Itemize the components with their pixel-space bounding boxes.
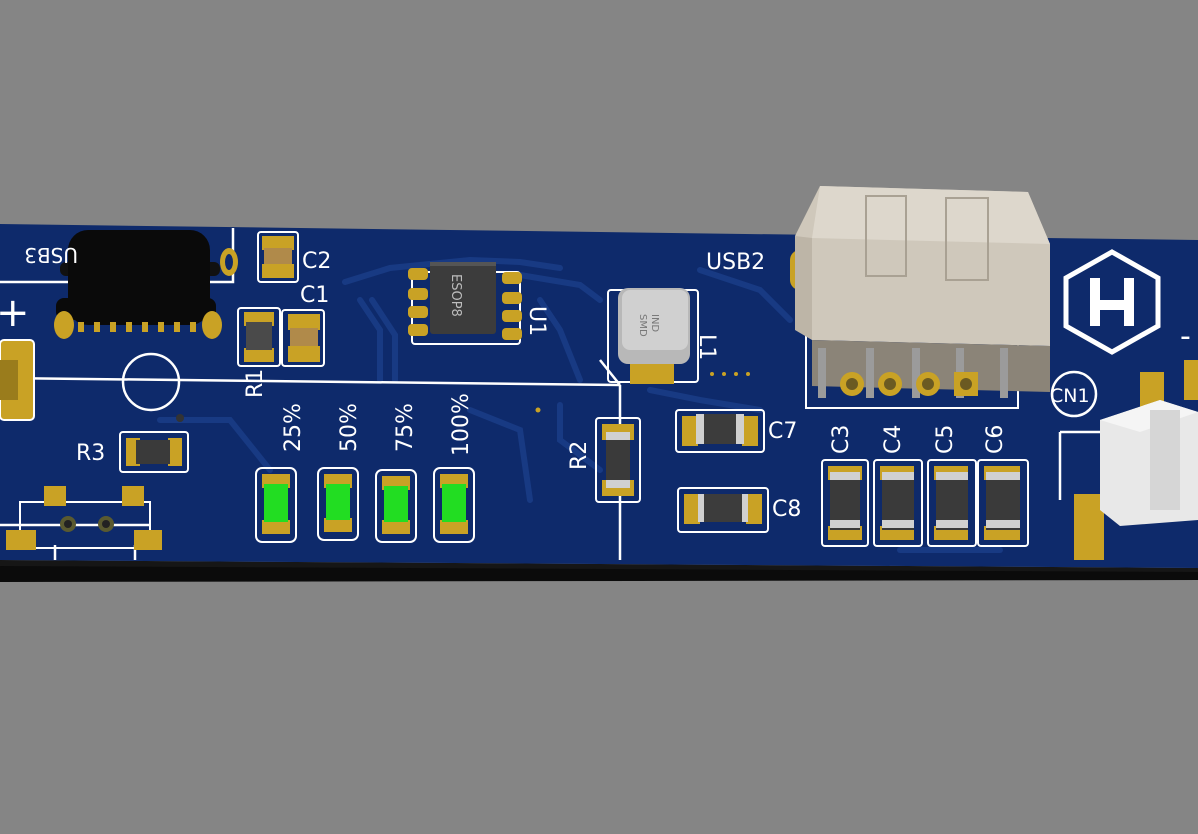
- inductor-marking-1: SMD: [637, 314, 648, 337]
- c6-capacitor: [977, 459, 1029, 547]
- led-50-label: 50%: [337, 403, 362, 452]
- c2-capacitor: [257, 231, 299, 283]
- c7-label: C7: [768, 419, 797, 444]
- led-25-label: 25%: [281, 403, 306, 452]
- switch-footprint: [6, 486, 162, 550]
- via-dots: [535, 372, 750, 413]
- cn1-connector: [1074, 360, 1198, 560]
- c1-capacitor: [281, 309, 325, 367]
- copper-traces: [157, 256, 1003, 553]
- u1-label: U1: [524, 306, 549, 336]
- led-50: [317, 467, 359, 541]
- plus-marking: +: [0, 290, 30, 336]
- c8-label: C8: [772, 497, 801, 522]
- cn1-label: CN1: [1050, 385, 1090, 407]
- r2-resistor: [595, 417, 641, 503]
- usb3-label: USB3: [24, 243, 78, 267]
- r2-label: R2: [567, 441, 592, 470]
- l1-inductor: [607, 288, 699, 384]
- inductor-marking-2: IND: [649, 314, 660, 332]
- led-25: [255, 467, 297, 543]
- c7-capacitor: [675, 409, 765, 453]
- r3-resistor: [119, 431, 189, 473]
- usb3-connector: [54, 230, 238, 339]
- c3-capacitor: [821, 459, 869, 547]
- c6-label: C6: [983, 425, 1008, 454]
- c5-capacitor: [927, 459, 977, 547]
- l1-label: L1: [694, 334, 719, 360]
- r1-label: R1: [243, 369, 268, 398]
- c2-label: C2: [302, 249, 331, 274]
- u1-chip: [408, 262, 522, 345]
- mounting-marker: [121, 352, 181, 412]
- c1-label: C1: [300, 283, 329, 308]
- c3-label: C3: [829, 425, 854, 454]
- usb2-connector: [790, 186, 1050, 409]
- usb2-label: USB2: [706, 250, 765, 275]
- minus-marking: -: [1180, 319, 1191, 354]
- brand-logo: [1063, 249, 1161, 355]
- led-100-label: 100%: [449, 393, 474, 456]
- led-75-label: 75%: [393, 403, 418, 452]
- c8-capacitor: [677, 487, 769, 533]
- r3-label: R3: [76, 441, 105, 466]
- led-75: [375, 469, 417, 543]
- c4-label: C4: [881, 425, 906, 454]
- c5-label: C5: [933, 425, 958, 454]
- chip-marking: ESOP8: [448, 274, 463, 317]
- led-100: [433, 467, 475, 543]
- r1-resistor: [237, 307, 281, 367]
- c4-capacitor: [873, 459, 923, 547]
